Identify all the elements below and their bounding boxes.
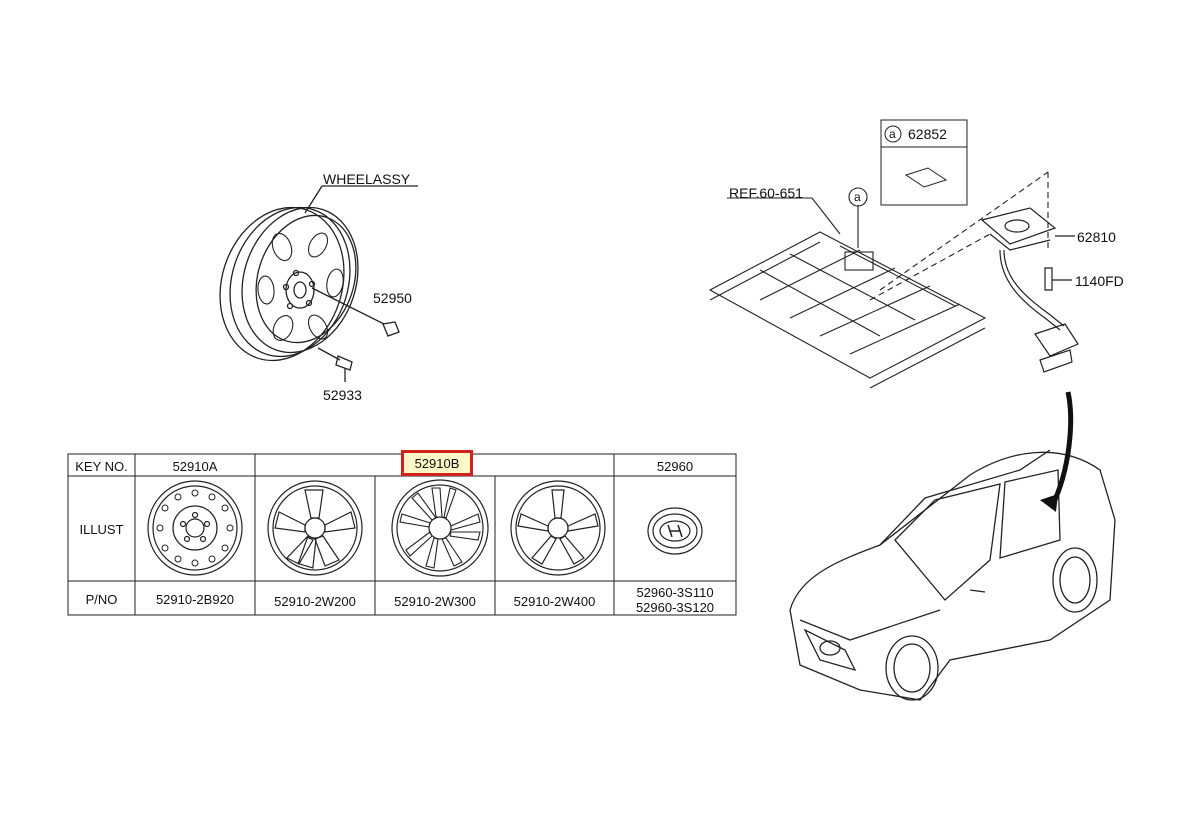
suv-drawing [789, 449, 1116, 701]
pno-52910-2w200[interactable]: 52910-2W200 [274, 594, 356, 609]
hub-cap-illustration [647, 507, 703, 555]
alloy-wheel-2w200-illustration [267, 480, 363, 576]
pno-header: P/NO [85, 592, 118, 607]
alloy-wheel-2w400-illustration [510, 480, 606, 576]
pno-52910-2w300[interactable]: 52910-2W300 [394, 594, 476, 609]
alloy-wheel-2w300-illustration [391, 479, 489, 577]
floor-panel-drawing [708, 171, 1049, 389]
pno-52960-3s110[interactable]: 52960-3S110 [636, 585, 714, 600]
bolt-part-label[interactable]: 1140FD [1075, 273, 1124, 289]
detail-part-label[interactable]: 62852 [908, 126, 947, 142]
wheel-nut-part-label[interactable]: 52950 [373, 290, 412, 306]
key-52910a[interactable]: 52910A [172, 459, 218, 474]
carrier-part-label[interactable]: 62810 [1077, 229, 1116, 245]
parts-table-grid [67, 453, 737, 616]
ref-label[interactable]: REF.60-651 [729, 185, 803, 201]
pno-52960-3s120[interactable]: 52960-3S120 [635, 600, 715, 615]
highlighted-key-box[interactable] [401, 450, 473, 476]
detail-box [880, 119, 968, 206]
key-52960[interactable]: 52960 [656, 459, 694, 474]
wheel-assembly-drawing [219, 185, 418, 382]
location-arrow [1049, 391, 1074, 508]
steel-wheel-illustration [147, 480, 243, 576]
pno-52910-2b920[interactable]: 52910-2B920 [155, 592, 235, 607]
illust-header: ILLUST [79, 522, 124, 537]
key-no-header: KEY NO. [75, 459, 128, 474]
detail-box-letter: a [889, 127, 896, 141]
wheel-assy-label[interactable]: WHEELASSY [323, 171, 411, 187]
spare-carrier-drawing [980, 207, 1079, 373]
valve-part-label[interactable]: 52933 [323, 387, 362, 403]
key-52910b[interactable]: 52910B [414, 456, 460, 471]
detail-marker-letter: a [854, 190, 861, 204]
pno-52910-2w400[interactable]: 52910-2W400 [513, 594, 596, 609]
